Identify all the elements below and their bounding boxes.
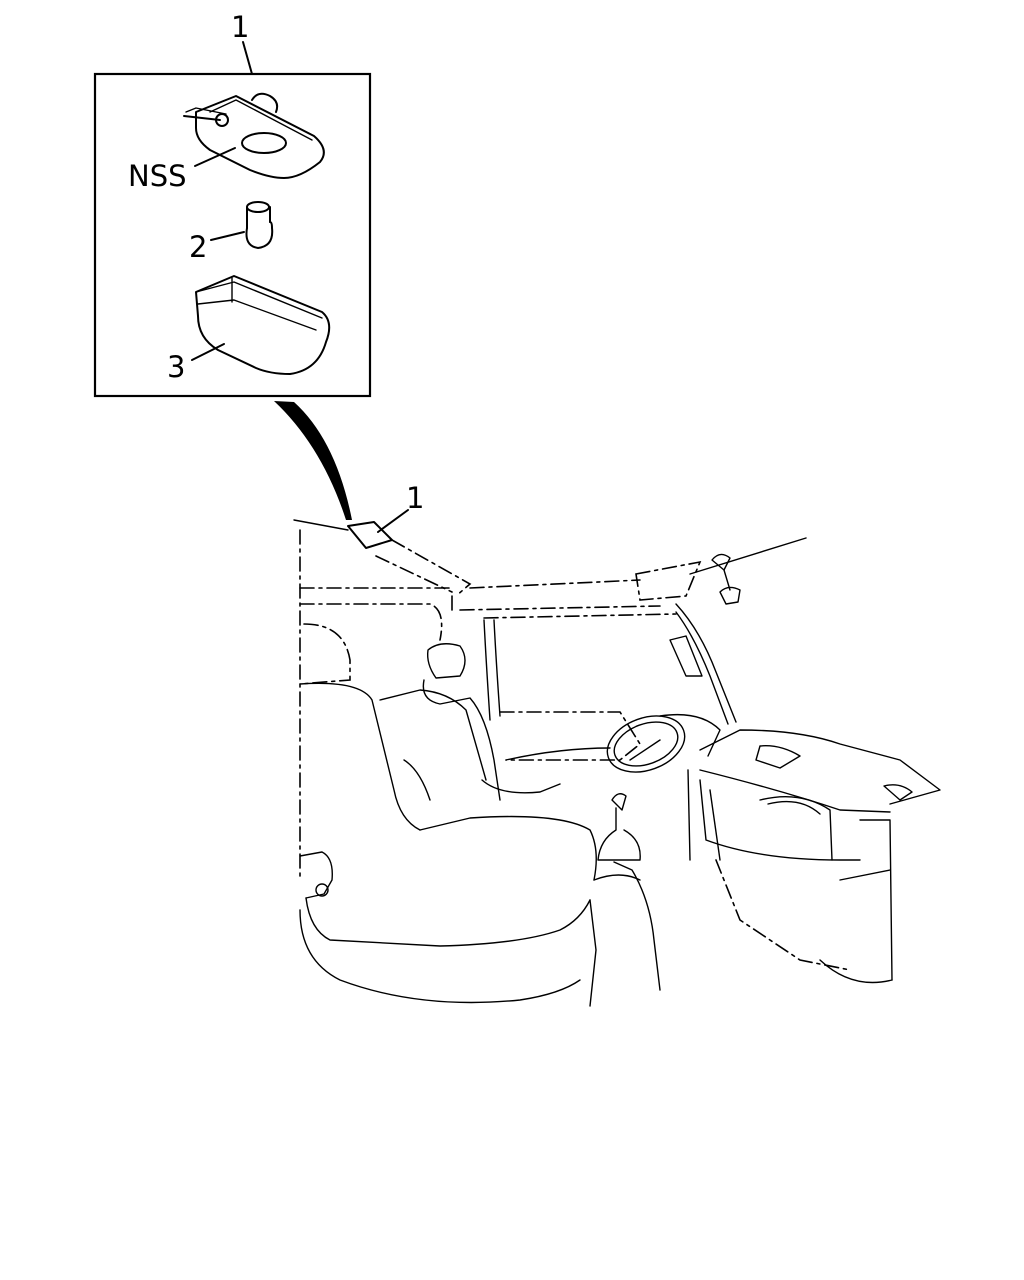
- leader-nss: [194, 147, 236, 167]
- callout-nss: NSS: [128, 159, 187, 193]
- callout-detail-item: 1: [231, 10, 249, 44]
- detail-box: [93, 72, 372, 398]
- callout-lens: 3: [167, 350, 185, 384]
- leader-bulb: [210, 231, 245, 241]
- lamp-housing: [183, 92, 325, 179]
- leader-lens: [191, 343, 225, 361]
- callout-bulb: 2: [189, 230, 207, 264]
- callout-leader: [242, 41, 253, 75]
- location-pointer: [274, 401, 352, 520]
- callout-location-item: 1: [406, 481, 424, 515]
- bulb: [245, 201, 274, 249]
- leader-location: [377, 509, 409, 533]
- lens-cover: [195, 275, 331, 375]
- cab-interior: [293, 519, 941, 1007]
